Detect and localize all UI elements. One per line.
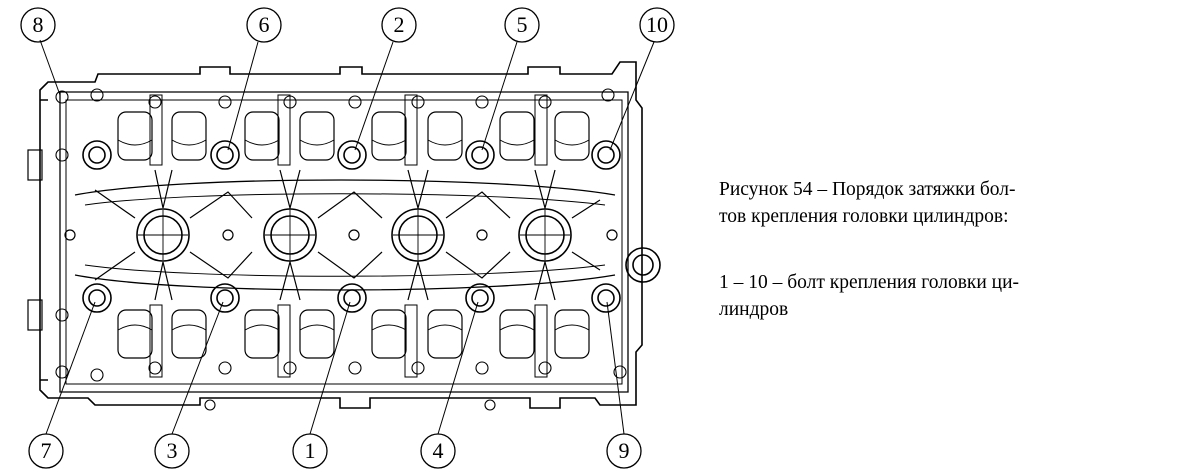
callout-label-5: 5 bbox=[517, 12, 528, 37]
caption-line: Рисунок 54 – Порядок затяжки бол- bbox=[719, 179, 1016, 200]
figure-caption: Рисунок 54 – Порядок затяжки бол- тов кр… bbox=[719, 176, 1174, 230]
callout-label-10: 10 bbox=[646, 12, 668, 37]
head-outline bbox=[39, 61, 643, 409]
cylinder-head-drawing: 8 6 2 5 10 7 3 1 4 9 bbox=[20, 7, 675, 469]
spark-plug-wells bbox=[136, 208, 572, 262]
head-bolts bbox=[82, 140, 621, 313]
callout-label-9: 9 bbox=[619, 438, 630, 463]
oil-port-circle bbox=[625, 247, 661, 283]
legend-line: 1 – 10 – болт крепления головки ци- bbox=[719, 272, 1020, 293]
mounting-holes bbox=[55, 88, 627, 411]
callout-label-2: 2 bbox=[394, 12, 405, 37]
leader-lines bbox=[39, 39, 655, 435]
bottom-cam-pockets bbox=[117, 304, 590, 378]
top-cam-pockets bbox=[117, 94, 590, 166]
callout-10: 10 bbox=[639, 7, 675, 43]
callout-4: 4 bbox=[420, 433, 456, 469]
callouts-bottom: 7 3 1 4 9 bbox=[28, 433, 642, 469]
callouts-top: 8 6 2 5 10 bbox=[20, 7, 675, 43]
callout-8: 8 bbox=[20, 7, 56, 43]
callout-label-4: 4 bbox=[433, 438, 444, 463]
figure-legend: 1 – 10 – болт крепления головки ци- линд… bbox=[719, 269, 1174, 323]
callout-label-3: 3 bbox=[167, 438, 178, 463]
callout-label-8: 8 bbox=[33, 12, 44, 37]
callout-label-6: 6 bbox=[259, 12, 270, 37]
callout-1: 1 bbox=[292, 433, 328, 469]
callout-label-7: 7 bbox=[41, 438, 52, 463]
caption-line: тов крепления головки цилиндров: bbox=[719, 206, 1009, 227]
callout-3: 3 bbox=[154, 433, 190, 469]
callout-9: 9 bbox=[606, 433, 642, 469]
callout-6: 6 bbox=[246, 7, 282, 43]
legend-line: линдров bbox=[719, 299, 789, 320]
callout-5: 5 bbox=[504, 7, 540, 43]
callout-7: 7 bbox=[28, 433, 64, 469]
callout-2: 2 bbox=[381, 7, 417, 43]
ribs bbox=[64, 169, 618, 301]
callout-label-1: 1 bbox=[305, 438, 316, 463]
